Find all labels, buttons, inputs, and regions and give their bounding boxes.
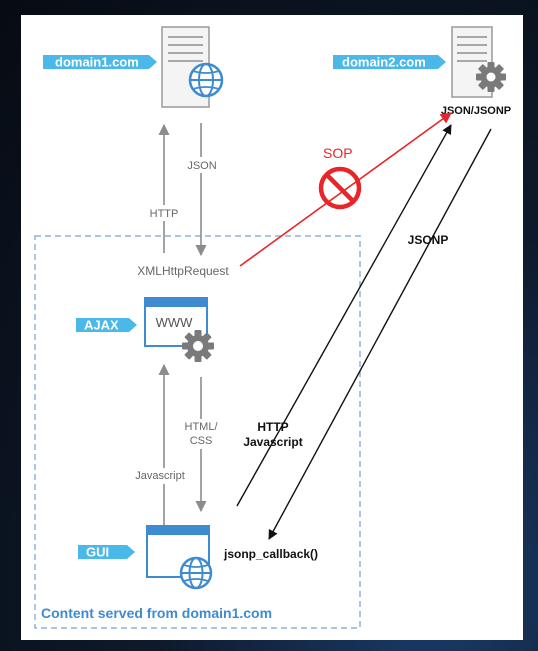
ajax-tag-label: AJAX [84, 318, 119, 333]
domain2-caption: JSON/JSONP [441, 105, 511, 117]
gui-tag [78, 545, 135, 559]
domain1-tag [43, 55, 157, 69]
browser-window-icon: WWW [144, 297, 208, 347]
label-bg [185, 157, 219, 173]
www-text: WWW [156, 315, 194, 330]
architecture-diagram: Content served from domain1.com domain1.… [34, 26, 511, 629]
html-css-label-line1: HTML/ [185, 421, 219, 433]
jsonp-response-arrow [268, 128, 492, 540]
label-bg [129, 468, 195, 484]
sop-blocked-arrow [239, 112, 452, 267]
domain2-tag-label: domain2.com [342, 55, 426, 70]
domain1-boundary [34, 235, 361, 629]
globe-icon [179, 556, 213, 590]
domain1-server: domain1.com [43, 26, 224, 108]
boundary-label: Content served from domain1.com [41, 605, 272, 621]
globe-icon [188, 62, 224, 98]
http-javascript-label-line1: HTTP [257, 420, 288, 434]
http-label: HTTP [150, 208, 179, 220]
gear-icon [182, 330, 214, 362]
xmlhttprequest-label: XMLHttpRequest [137, 264, 229, 278]
label-bg [182, 419, 220, 449]
ajax-node: AJAX WWW [76, 297, 214, 362]
ajax-tag [76, 318, 137, 332]
domain2-tag [333, 55, 446, 69]
http-javascript-label-line2: Javascript [243, 435, 302, 449]
domain2-server: domain2.com JSON/JSONP [333, 26, 511, 117]
jsonp-label: JSONP [408, 233, 449, 247]
javascript-label: Javascript [135, 470, 185, 482]
sop-label: SOP [323, 145, 353, 161]
jsonp-callback-label: jsonp_callback() [223, 547, 318, 561]
json-label: JSON [187, 160, 216, 172]
label-bg [146, 205, 182, 221]
gui-tag-label: GUI [86, 545, 109, 560]
diagram-panel: Content served from domain1.com domain1.… [21, 15, 523, 640]
gui-node: GUI [78, 525, 213, 590]
gear-icon [476, 62, 506, 92]
html-css-label-line2: CSS [190, 435, 213, 447]
prohibited-icon [318, 166, 362, 210]
http-javascript-arrow [236, 124, 452, 507]
domain1-tag-label: domain1.com [55, 55, 139, 70]
